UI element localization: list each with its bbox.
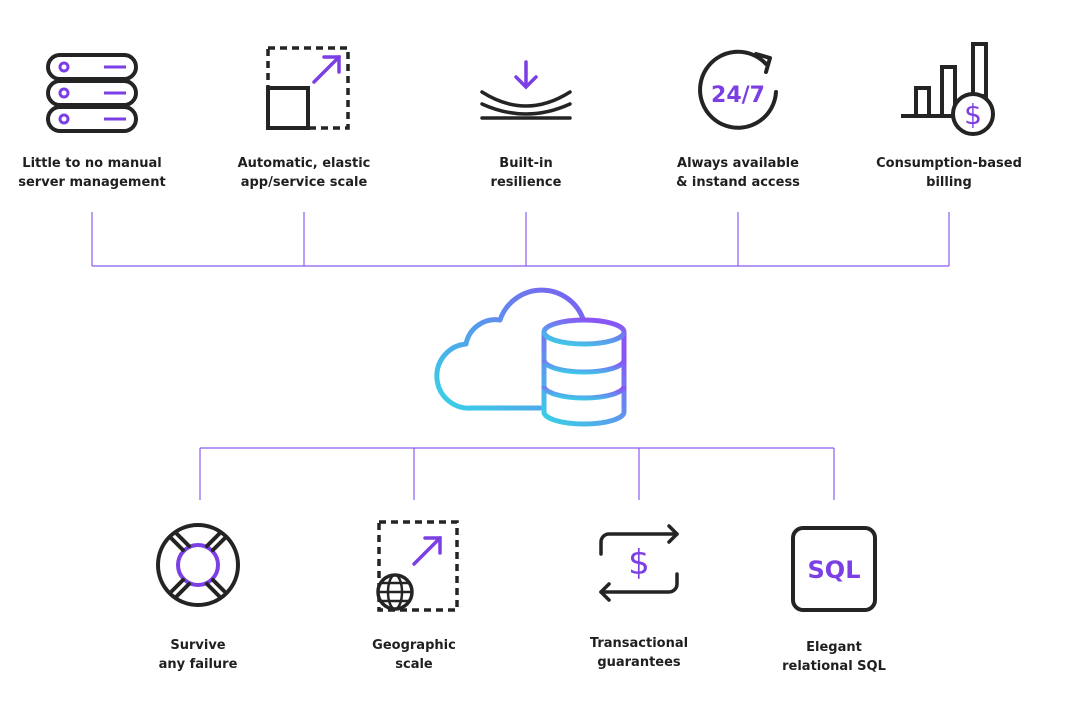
elastic-scale-icon bbox=[266, 46, 350, 130]
feature-label: Consumption-based billing bbox=[869, 154, 1029, 192]
feature-resilience: Built-in resilience bbox=[446, 40, 606, 192]
label-line: resilience bbox=[490, 175, 562, 190]
label-line: Elegant bbox=[806, 640, 862, 655]
always-available-icon: 24/7 bbox=[698, 49, 778, 130]
label-line: Survive bbox=[170, 638, 226, 653]
resilience-icon bbox=[480, 60, 572, 120]
feature-label: Transactional guarantees bbox=[559, 634, 719, 672]
feature-label: Built-in resilience bbox=[446, 154, 606, 192]
label-line: server management bbox=[18, 175, 166, 190]
label-line: scale bbox=[395, 657, 433, 672]
label-line: Always available bbox=[677, 156, 799, 171]
feature-label: Little to no manual server management bbox=[12, 154, 172, 192]
icon-text: SQL bbox=[808, 556, 861, 584]
cloud-database-icon bbox=[434, 287, 627, 427]
label-line: Consumption-based bbox=[876, 156, 1022, 171]
billing-chart-icon: $ bbox=[901, 42, 995, 136]
label-line: Geographic bbox=[372, 638, 456, 653]
label-line: Built-in bbox=[499, 156, 553, 171]
lifebuoy-icon bbox=[156, 523, 240, 607]
label-line: Transactional bbox=[589, 636, 689, 651]
feature-geographic-scale: Geographic scale bbox=[334, 516, 494, 674]
feature-elastic-scale: Automatic, elastic app/service scale bbox=[224, 40, 384, 192]
label-line: & instand access bbox=[676, 175, 800, 190]
icon-text: $ bbox=[628, 543, 650, 583]
feature-consumption-billing: $ Consumption-based billing bbox=[869, 40, 1029, 192]
label-line: Little to no manual bbox=[22, 156, 162, 171]
label-line: billing bbox=[926, 175, 972, 190]
icon-text: $ bbox=[964, 98, 982, 131]
label-line: app/service scale bbox=[240, 175, 368, 190]
sql-icon: SQL bbox=[791, 526, 877, 612]
label-line: relational SQL bbox=[782, 659, 886, 674]
label-line: Automatic, elastic bbox=[237, 156, 371, 171]
feature-label: Always available & instand access bbox=[658, 154, 818, 192]
feature-transactional-guarantees: $ Transactional guarantees bbox=[559, 518, 719, 672]
transaction-icon: $ bbox=[599, 524, 679, 602]
feature-label: Automatic, elastic app/service scale bbox=[224, 154, 384, 192]
feature-always-available: 24/7 Always available & instand access bbox=[658, 40, 818, 192]
label-line: any failure bbox=[158, 657, 238, 672]
geographic-scale-icon bbox=[376, 520, 459, 612]
feature-label: Survive any failure bbox=[118, 636, 278, 674]
feature-server-management: Little to no manual server management bbox=[12, 40, 172, 192]
icon-text: 24/7 bbox=[711, 83, 765, 108]
feature-relational-sql: SQL Elegant relational SQL bbox=[754, 524, 914, 676]
label-line: guarantees bbox=[597, 655, 681, 670]
server-stack-icon bbox=[46, 53, 138, 133]
feature-label: Elegant relational SQL bbox=[754, 638, 914, 676]
feature-survive-failure: Survive any failure bbox=[118, 520, 278, 674]
feature-label: Geographic scale bbox=[334, 636, 494, 674]
